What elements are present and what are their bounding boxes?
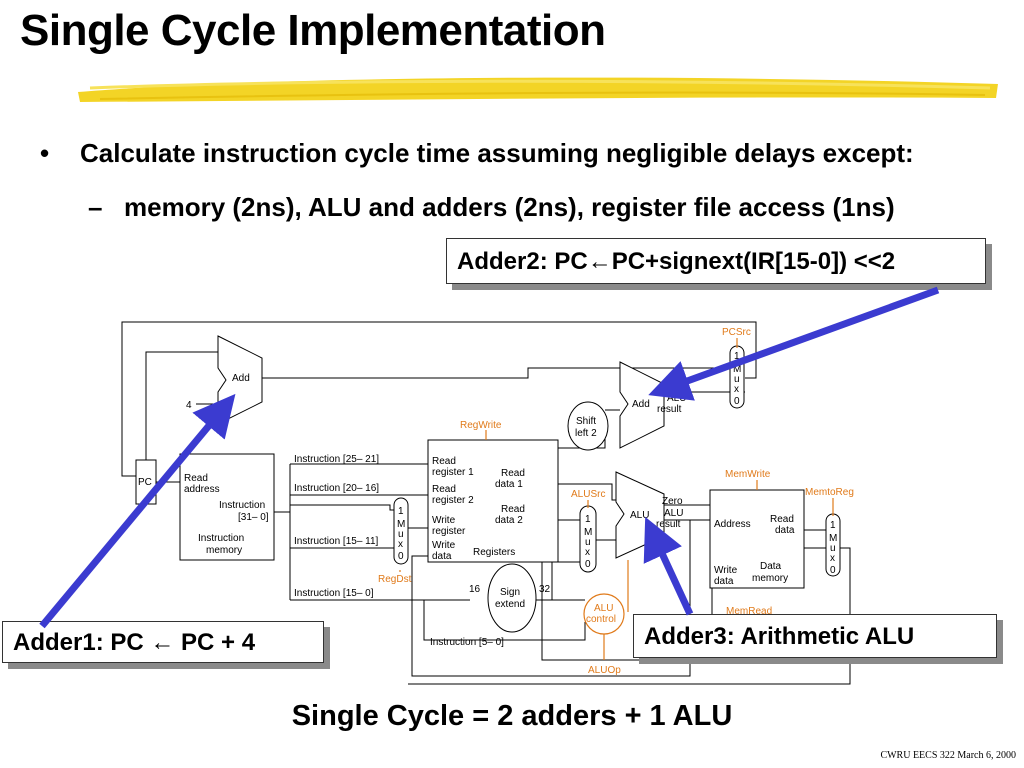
regdst-mux: 1 M u x 0 (397, 506, 405, 562)
add1-label: Add (232, 373, 250, 384)
mux-m: M (397, 519, 405, 530)
instr-15-0-label: Instruction [15– 0] (294, 588, 374, 599)
instr-5-0-label: Instruction [5– 0] (430, 637, 504, 648)
instr-15-11-label: Instruction [15– 11] (294, 536, 379, 547)
mux-0: 0 (734, 396, 740, 407)
alu-control-label-2: control (586, 614, 616, 625)
reg-write-a: Write (432, 515, 456, 526)
mux-0: 0 (585, 559, 591, 570)
imem-name-2: memory (206, 545, 242, 556)
footer-text: CWRU EECS 322 March 6, 2000 (880, 750, 1016, 761)
mux-u: u (398, 529, 404, 540)
shift-label-2: left 2 (575, 428, 597, 439)
dmem-read-a: Read (770, 514, 794, 525)
bullet-2-text: memory (2ns), ALU and adders (2ns), regi… (124, 192, 895, 222)
imem-bits-label: [31– 0] (238, 512, 269, 523)
add2-label: Add (632, 399, 650, 410)
dmem-write-b: data (714, 576, 734, 587)
alu-label: ALU (630, 510, 649, 521)
instr-25-21-label: Instruction [25– 21] (294, 454, 379, 465)
mux-1: 1 (830, 520, 836, 531)
registers-label: Registers (473, 547, 515, 558)
imem-address-label: address (184, 484, 220, 495)
reg-wdata-a: Write (432, 540, 456, 551)
reg-read1-a: Read (432, 456, 456, 467)
mux-1: 1 (734, 351, 740, 362)
summary-text: Single Cycle = 2 adders + 1 ALU (291, 700, 733, 732)
reg-rdata1-b: data 1 (495, 479, 523, 490)
alu-alu-label: ALU (664, 508, 683, 519)
dmem-address-label: Address (714, 519, 751, 530)
bits-32-label: 32 (539, 584, 551, 595)
reg-rdata2-a: Read (501, 504, 525, 515)
instr-20-16-label: Instruction [20– 16] (294, 483, 379, 494)
alusrc-mux: 1 M u x 0 (584, 514, 592, 570)
slide-title: Single Cycle Implementation (20, 6, 606, 55)
alu-zero-label: Zero (662, 496, 683, 507)
reg-read2-b: register 2 (432, 495, 474, 506)
memwrite-label: MemWrite (725, 469, 771, 480)
reg-read1-b: register 1 (432, 467, 474, 478)
mux-x: x (830, 553, 835, 564)
pcsrc-label: PCSrc (722, 327, 751, 338)
dmem-name-1: Data (760, 561, 782, 572)
adder3-callout: Adder3: Arithmetic ALU (633, 614, 997, 658)
bullet-marker: • (40, 138, 50, 168)
regdst-label: RegDst (378, 574, 412, 585)
mux-1: 1 (398, 506, 404, 517)
add2-alu-label: ALU (667, 393, 686, 404)
mux-m: M (584, 527, 592, 538)
imem-read-label: Read (184, 473, 208, 484)
imem-instruction-label: Instruction (219, 500, 265, 511)
reg-rdata1-a: Read (501, 468, 525, 479)
reg-write-b: register (432, 526, 466, 537)
aluop-label: ALUOp (588, 665, 621, 676)
shift-label-1: Shift (576, 416, 596, 427)
mux-x: x (734, 384, 739, 395)
title-underline-brush (78, 77, 998, 102)
adder2-callout: Adder2: PC←PC+signext(IR[15-0]) <<2 (446, 238, 986, 284)
alusrc-label: ALUSrc (571, 489, 605, 500)
mux-u: u (830, 543, 836, 554)
mux-u: u (585, 537, 591, 548)
mux-x: x (398, 539, 403, 550)
sign-label-2: extend (495, 599, 525, 610)
bullet-1-text: Calculate instruction cycle time assumin… (80, 138, 914, 168)
memtoreg-label: MemtoReg (805, 487, 854, 498)
reg-rdata2-b: data 2 (495, 515, 523, 526)
pc-label: PC (138, 477, 152, 488)
adder1-callout: Adder1: PC ← PC + 4 (2, 621, 324, 663)
mux-x: x (585, 547, 590, 558)
regwrite-label: RegWrite (460, 420, 502, 431)
mux-0: 0 (398, 551, 404, 562)
sign-label-1: Sign (500, 587, 520, 598)
dmem-write-a: Write (714, 565, 738, 576)
imem-name-1: Instruction (198, 533, 244, 544)
const-4-label: 4 (186, 400, 192, 411)
memtoreg-mux: 1 M u x 0 (829, 520, 837, 576)
bits-16-label: 16 (469, 584, 481, 595)
mux-m: M (829, 533, 837, 544)
mux-0: 0 (830, 565, 836, 576)
memread-label: MemRead (726, 606, 772, 617)
sub-bullet-marker: – (88, 192, 103, 222)
alu-control-label-1: ALU (594, 603, 613, 614)
reg-wdata-b: data (432, 551, 452, 562)
mux-1: 1 (585, 514, 591, 525)
add2-result-label: result (657, 404, 682, 415)
alu-result-label: result (656, 519, 681, 530)
reg-read2-a: Read (432, 484, 456, 495)
dmem-read-b: data (775, 525, 795, 536)
dmem-name-2: memory (752, 573, 788, 584)
